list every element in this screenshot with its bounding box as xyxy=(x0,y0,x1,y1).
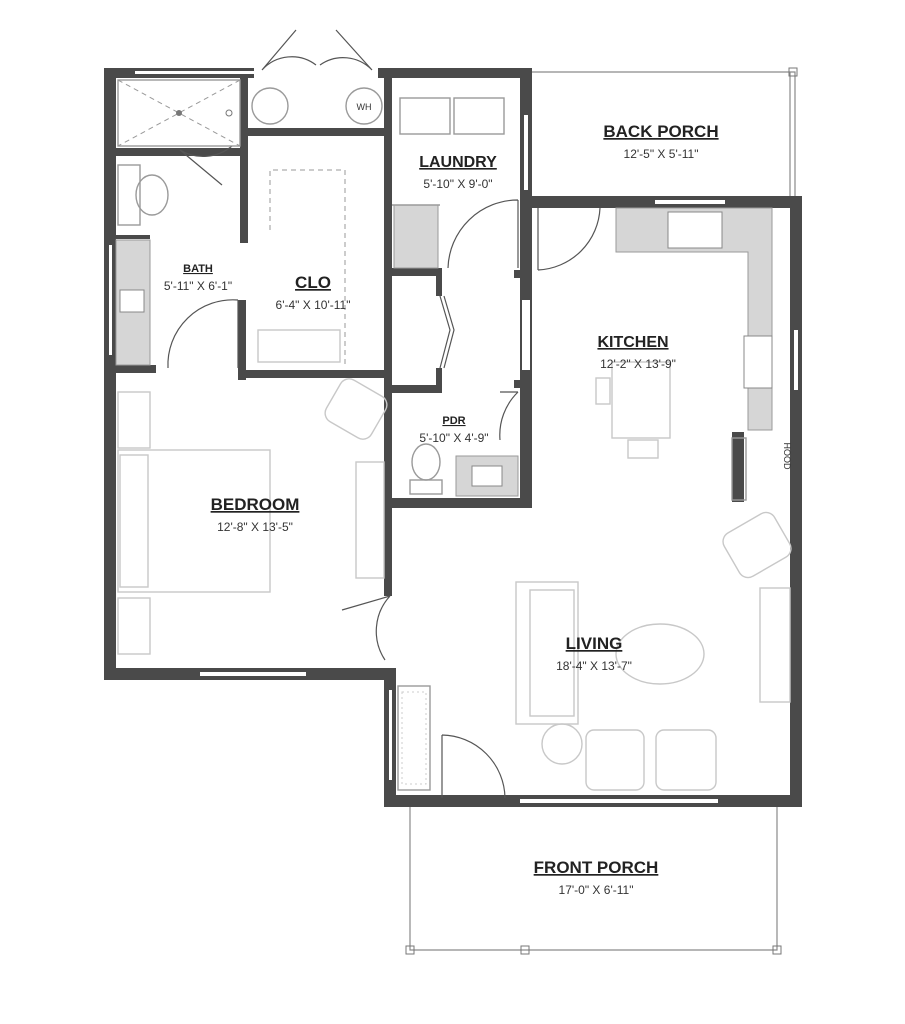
kitchen-dim: 12'-2" X 13'-9" xyxy=(600,357,676,371)
bath-dim: 5'-11" X 6'-1" xyxy=(164,279,232,293)
pdr-dim: 5'-10" X 4'-9" xyxy=(419,431,488,445)
back-porch-dim: 12'-5" X 5'-11" xyxy=(624,147,699,161)
interior-walls xyxy=(104,78,744,596)
front-porch-name: FRONT PORCH xyxy=(534,858,659,877)
bath-name: BATH xyxy=(183,263,213,275)
doors xyxy=(167,29,601,799)
hood-label: HOOD xyxy=(782,443,792,471)
back-porch-name: BACK PORCH xyxy=(603,122,718,141)
pdr-name: PDR xyxy=(442,415,465,427)
back-porch-outline xyxy=(530,67,798,196)
bedroom-dim: 12'-8" X 13'-5" xyxy=(217,520,293,534)
front-porch-outline xyxy=(405,805,782,955)
clo-name: CLO xyxy=(295,273,331,292)
water-heater-label: WH xyxy=(357,102,372,112)
laundry-name: LAUNDRY xyxy=(419,154,497,171)
laundry-dim: 5'-10" X 9'-0" xyxy=(423,177,492,191)
front-porch-dim: 17'-0" X 6'-11" xyxy=(559,883,634,897)
living-name: LIVING xyxy=(566,634,623,653)
bedroom-name: BEDROOM xyxy=(211,495,300,514)
fixtures: WH xyxy=(115,79,792,791)
clo-dim: 6'-4" X 10'-11" xyxy=(276,298,351,312)
exterior-walls xyxy=(104,68,802,807)
room-labels: BACK PORCH 12'-5" X 5'-11" LAUNDRY 5'-10… xyxy=(164,122,719,897)
kitchen-name: KITCHEN xyxy=(597,334,668,351)
living-dim: 18'-4" X 13'-7" xyxy=(556,659,632,673)
